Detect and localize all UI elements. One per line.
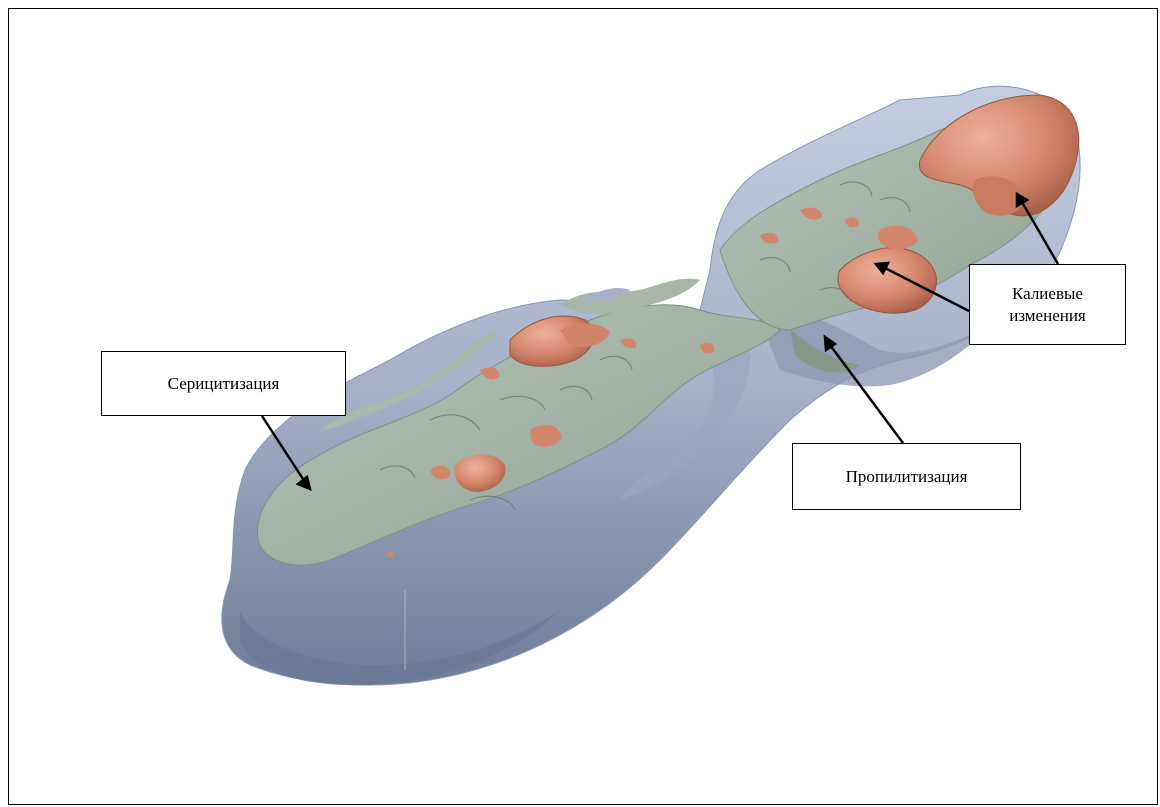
label-sericitization: Серицитизация: [101, 351, 346, 416]
label-propylitization: Пропилитизация: [792, 443, 1021, 510]
label-potassic-alteration: Калиевые изменения: [969, 264, 1126, 345]
